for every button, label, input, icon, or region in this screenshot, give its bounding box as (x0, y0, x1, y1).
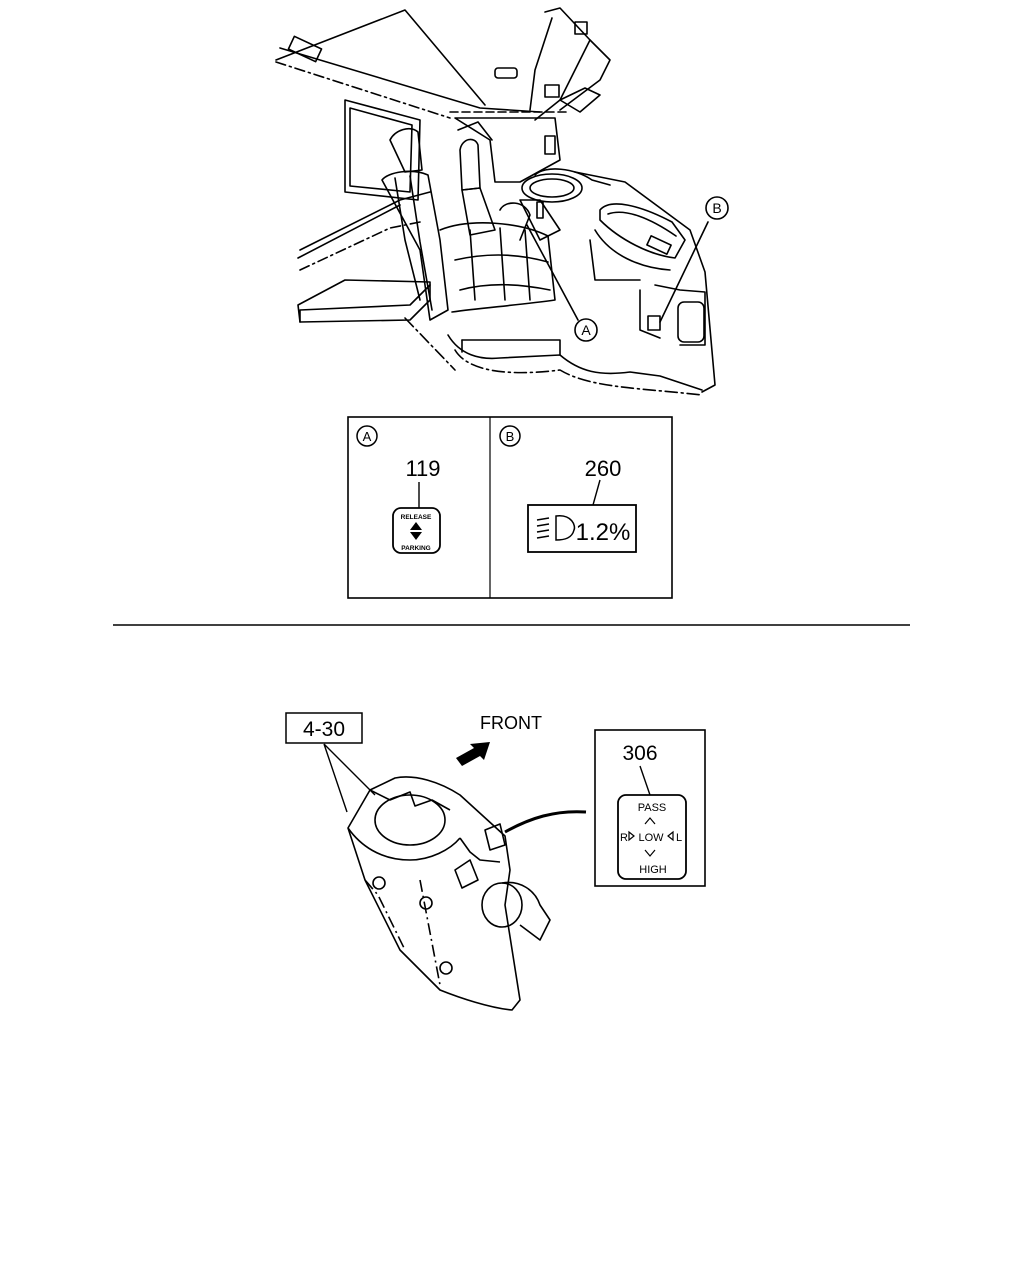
cell-b-letter-circle (499, 425, 521, 447)
headlight-switch-plate (617, 794, 687, 880)
callout-a-label: A (581, 322, 591, 338)
cell-b-letter: B (506, 429, 515, 444)
release-label: RELEASE (401, 514, 432, 521)
left-turn-label: L (676, 832, 682, 844)
chevron-down-icon (644, 849, 656, 857)
low-label: LOW (638, 832, 664, 844)
cell-a-letter: A (363, 429, 372, 444)
switch-detail-box (594, 729, 706, 887)
reference-label: 4-30 (303, 718, 345, 741)
cell-a-letter-circle (356, 425, 378, 447)
right-turn-label: R (620, 832, 628, 844)
front-label: FRONT (480, 713, 542, 733)
callout-b-circle (705, 196, 729, 220)
detail-panel (347, 416, 673, 599)
callout-b-label: B (712, 200, 721, 216)
parking-label: PARKING (401, 545, 431, 552)
leveling-percent: 1.2% (576, 519, 631, 546)
part-number-119: 119 (405, 456, 440, 481)
combination-switch-illustration (347, 776, 587, 1011)
arrow-up-icon (410, 522, 422, 530)
pass-label: PASS (638, 802, 667, 814)
headlamp-leveling-display (527, 504, 637, 553)
part-number-306: 306 (622, 742, 657, 765)
cab-interior-illustration (275, 7, 716, 396)
turn-right-icon (667, 830, 674, 842)
parking-brake-switch-icon (392, 507, 441, 554)
part-number-260: 260 (585, 456, 622, 481)
chevron-up-icon (644, 817, 656, 825)
callout-a-circle (574, 318, 598, 342)
arrow-down-icon (410, 532, 422, 540)
high-label: HIGH (639, 864, 667, 876)
front-arrow-icon (456, 742, 490, 766)
turn-left-icon (628, 830, 635, 842)
reference-box (285, 712, 363, 744)
headlamp-icon (536, 515, 576, 541)
